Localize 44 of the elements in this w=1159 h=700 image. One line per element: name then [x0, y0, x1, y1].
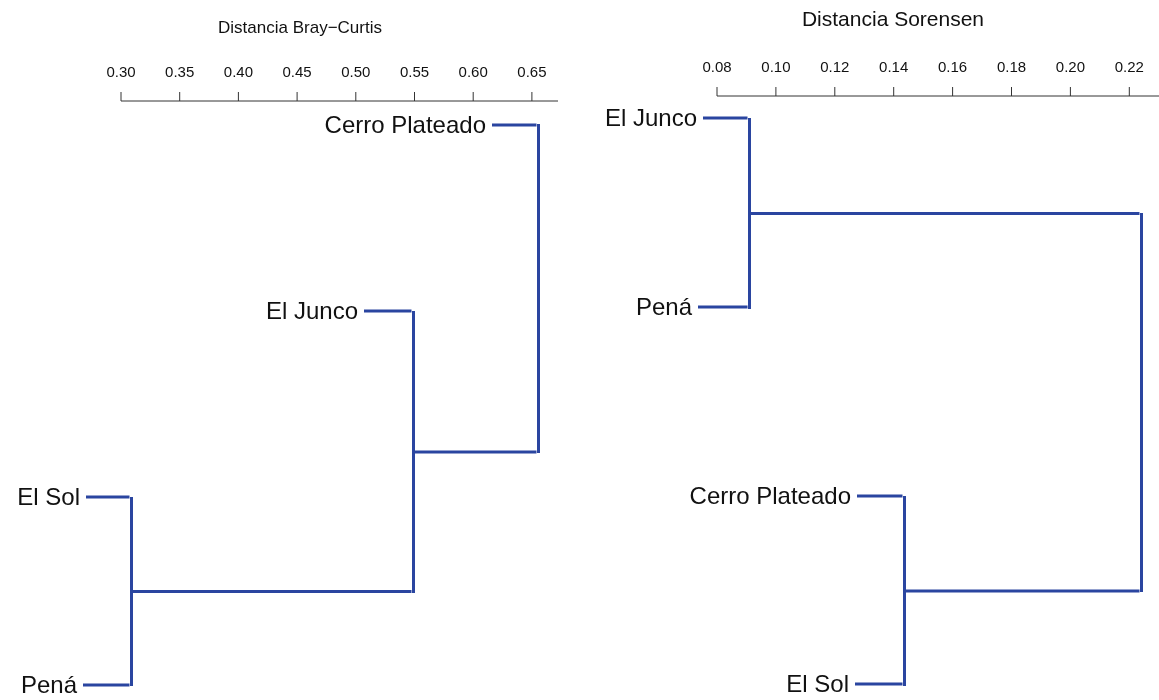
- tick-label: 0.55: [399, 63, 430, 81]
- dendrogram-link: [698, 305, 748, 309]
- tick-label: 0.50: [341, 63, 371, 81]
- dendrogram-branch: [902, 496, 906, 686]
- leaf-label: Cerro Plateado: [689, 482, 851, 510]
- dendrogram-link: [492, 123, 537, 127]
- dendrogram-branch: [129, 497, 133, 686]
- dendrogram-branch: [747, 118, 751, 309]
- tick-label: 0.10: [761, 58, 791, 76]
- dendrogram-link: [83, 683, 130, 687]
- dendrogram-link: [703, 116, 748, 120]
- tick-label: 0.18: [996, 58, 1027, 76]
- tick-label: 0.08: [702, 58, 732, 76]
- tick-label: 0.14: [879, 58, 909, 76]
- dendrogram-link: [857, 494, 903, 498]
- leaf-label: Pená: [635, 293, 692, 321]
- dendrogram-link: [414, 450, 537, 454]
- tick-label: 0.30: [106, 63, 136, 81]
- dendrogram-link: [364, 309, 412, 313]
- axis-title: Distancia Bray−Curtis: [218, 17, 382, 38]
- leaf-label: El Junco: [604, 104, 697, 132]
- leaf-label: El Junco: [265, 297, 358, 325]
- tick-label: 0.65: [517, 63, 547, 81]
- dendrogram-link: [86, 495, 130, 499]
- tick-label: 0.22: [1114, 58, 1144, 76]
- dendrogram-branch: [536, 124, 540, 453]
- dendrogram-link: [132, 590, 412, 593]
- tick-label: 0.20: [1055, 58, 1085, 76]
- tick-label: 0.40: [223, 63, 253, 81]
- axis-title: Distancia Sorensen: [801, 7, 985, 32]
- dendrogram-link: [905, 589, 1140, 593]
- leaf-label: Pená: [20, 671, 77, 699]
- tick-label: 0.60: [458, 63, 488, 81]
- tick-label: 0.35: [165, 63, 195, 81]
- leaf-label: El Sol: [17, 483, 80, 511]
- tick-label: 0.45: [282, 63, 312, 81]
- tick-label: 0.12: [820, 58, 850, 76]
- leaf-label: Cerro Plateado: [324, 111, 486, 139]
- leaf-label: El Sol: [786, 670, 849, 698]
- dendrogram-branch: [411, 311, 415, 593]
- dendrogram-link: [855, 682, 903, 686]
- dendrogram-link: [750, 212, 1140, 215]
- dendrogram-branch: [1139, 213, 1143, 592]
- tick-label: 0.16: [938, 58, 968, 76]
